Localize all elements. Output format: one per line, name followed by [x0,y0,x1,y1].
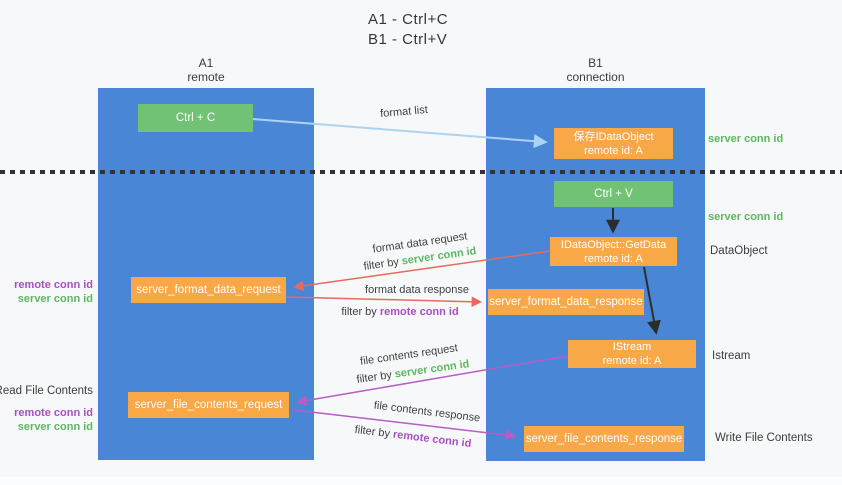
title-line-a1: A1 - Ctrl+C [368,11,449,28]
session-separator-dotted-line [0,170,842,174]
right-label-istream: Istream [712,350,751,362]
lane-a1-role: remote [187,70,225,84]
node-istream: IStream remote id: A [568,340,696,368]
right-label-dataobject: DataObject [710,245,768,257]
left-label-remote-conn-id-1: remote conn id [14,279,93,291]
node-ctrl-v-label: Ctrl + V [594,188,633,200]
remote-conn-id-text: remote conn id [379,306,459,318]
bottom-divider [0,477,842,485]
title-line-b1: B1 - Ctrl+V [368,31,448,48]
node-istream-line2: remote id: A [602,355,662,367]
node-server-format-data-response-label: server_format_data_response [489,296,643,308]
node-idataobject-getdata-line2: remote id: A [584,252,643,265]
right-label-server-conn-id-1: server conn id [708,133,784,145]
node-save-idataobject-line1: 保存IDataObject [573,130,654,143]
node-server-file-contents-response-label: server_file_contents_response [525,433,683,445]
lane-b1-name: B1 [588,56,603,70]
node-server-file-contents-request-label: server_file_contents_request [134,399,283,411]
filter-by-text: filter by [341,306,380,318]
filter-by-text: filter by [362,255,403,273]
node-istream-line1: IStream [612,341,652,353]
lane-b1-role: connection [566,70,625,84]
node-server-file-contents-response: server_file_contents_response [524,426,684,452]
lane-a1-name: A1 [198,56,214,70]
lane-header-a1: A1 remote [98,56,314,84]
format-data-response-arrow [286,296,483,308]
node-save-idataobject-line2: remote id: A [584,144,643,157]
node-ctrl-v: Ctrl + V [554,181,673,207]
node-save-idataobject: 保存IDataObject remote id: A [554,128,673,159]
right-label-write-file-contents: Write File Contents [715,432,813,444]
left-label-conn-ids-lower: remote conn id server conn id [14,406,93,434]
left-label-server-conn-id-1: server conn id [17,293,93,305]
lane-header-b1: B1 connection [486,56,705,84]
node-server-file-contents-request: server_file_contents_request [128,392,289,418]
left-label-server-conn-id-2: server conn id [17,421,93,433]
node-ctrl-c-label: Ctrl + C [175,112,216,124]
left-label-conn-ids-upper: remote conn id server conn id [14,278,93,306]
label-file-contents-response: file contents response [373,399,481,425]
node-idataobject-getdata-line1: IDataObject::GetData [560,238,667,251]
left-label-remote-conn-id-2: remote conn id [14,407,93,419]
node-server-format-data-response: server_format_data_response [488,289,644,315]
label-format-data-response: format data response [365,284,469,296]
filter-by-text: filter by [354,423,394,441]
label-filter-by-remote-conn-id-2: filter by remote conn id [354,424,472,450]
label-filter-by-remote-conn-id-1: filter by remote conn id [341,306,458,318]
node-server-format-data-request: server_format_data_request [131,277,286,303]
left-label-read-file-contents: Read File Contents [0,385,93,397]
diagram-title: A1 - Ctrl+C B1 - Ctrl+V [368,10,448,50]
node-ctrl-c: Ctrl + C [138,104,253,132]
filter-by-text: filter by [355,368,396,386]
node-server-format-data-request-label: server_format_data_request [136,284,281,296]
right-label-server-conn-id-2: server conn id [708,211,784,223]
remote-conn-id-text: remote conn id [392,428,472,451]
node-idataobject-getdata: IDataObject::GetData remote id: A [550,237,677,266]
label-format-list: format list [379,103,429,121]
